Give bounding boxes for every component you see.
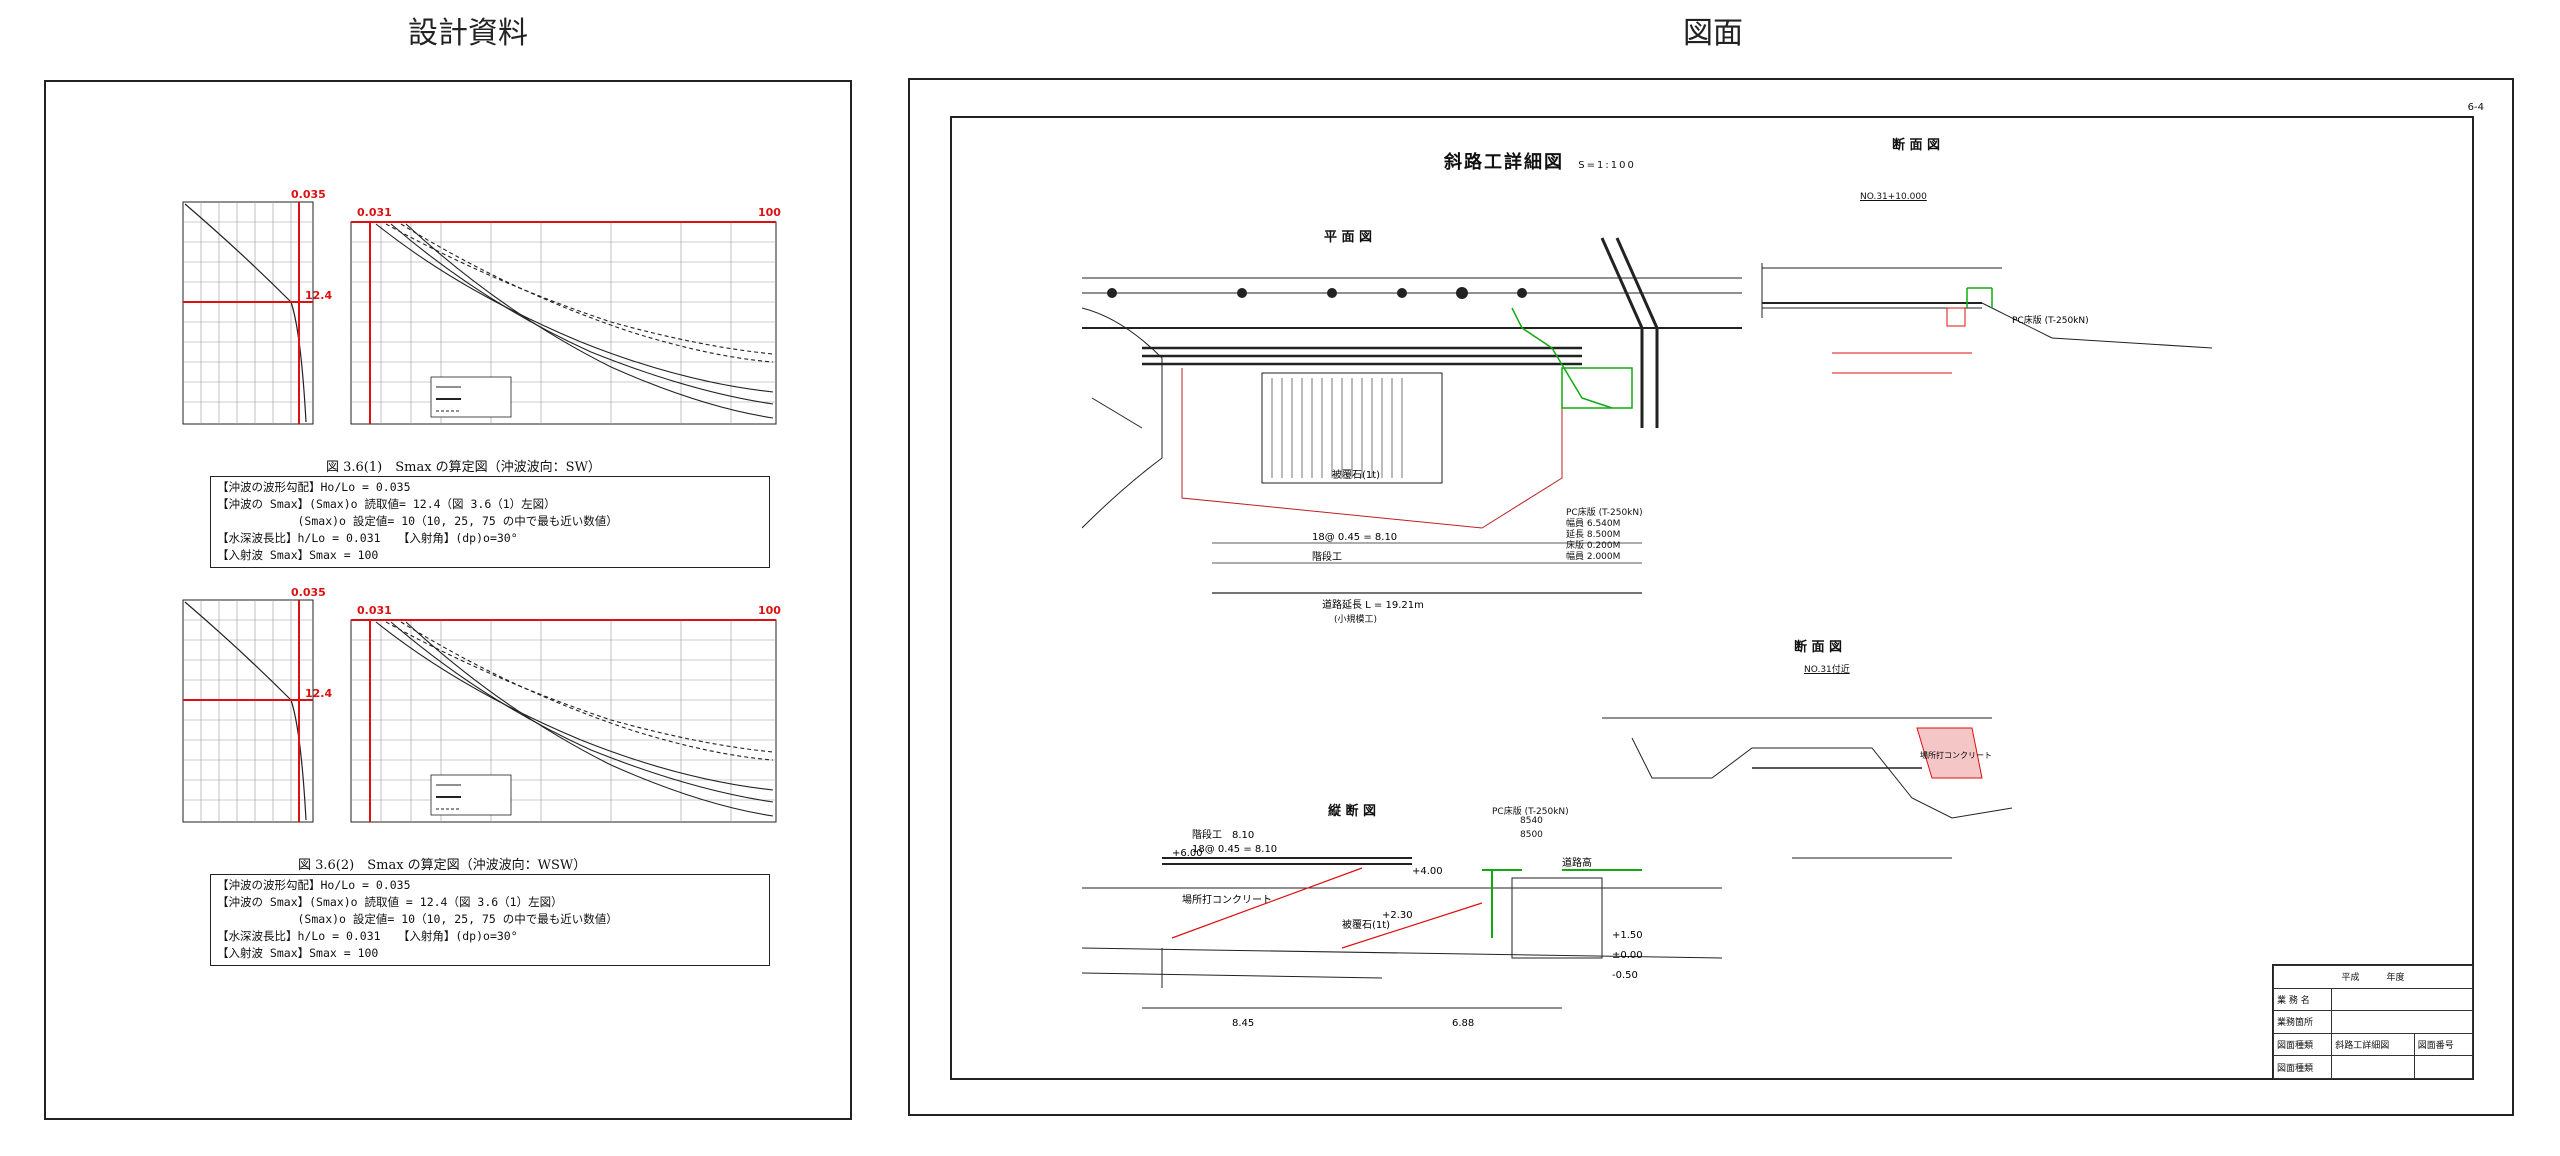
long-dim-688: 6.88 (1452, 1018, 1474, 1028)
section-title-2: 断 面 図 (1794, 640, 1843, 655)
note-line: 【入射波 Smax】Smax = 100 (217, 548, 379, 562)
level-plus15: +1.50 (1612, 930, 1643, 941)
plan-view-drawing: 18@ 0.45 = 8.10 階段工 被覆石(1t) 道路延長 L = 19.… (1082, 237, 1742, 611)
small-chart-x-mark: 0.035 (291, 188, 326, 201)
big-chart: 0.031 100 (350, 604, 781, 823)
drawing-panel: 6-4 斜路工詳細図 S=1:100 平 面 図 断 面 図 NO.31+10.… (908, 78, 2514, 1116)
small-chart: 0.035 12.4 (182, 188, 332, 425)
drawing-main-title: 斜路工詳細図 S=1:100 (1444, 148, 1636, 174)
small-chart-y-mark: 12.4 (305, 687, 332, 700)
note-line: (Smax)o 設定値= 10（10, 25, 75 の中で最も近い数値） (217, 912, 618, 926)
drawing-title-text: 斜路工詳細図 (1444, 152, 1564, 173)
plan-view-title: 平 面 図 (1324, 230, 1373, 245)
section-view-1: PC床版 (T-250kN) (1761, 263, 2213, 374)
plan-total-length: 道路延長 L = 19.21m (1322, 598, 1424, 611)
drawing-sheet-frame: 斜路工詳細図 S=1:100 平 面 図 断 面 図 NO.31+10.000 … (950, 116, 2474, 1080)
left-pane-title: 設計資料 (408, 16, 528, 51)
section-view-2: 場所打コンクリート (1602, 717, 2013, 859)
long-dim-8500: 8500 (1520, 830, 1543, 840)
small-chart-y-mark: 12.4 (305, 289, 332, 302)
title-block-year: 平成 年度 (2273, 965, 2473, 989)
small-chart-x-mark: 0.035 (291, 586, 326, 599)
title-block-type-label: 図面種類 (2272, 1032, 2333, 1057)
title-block-type-label-2: 図面種類 (2272, 1055, 2333, 1079)
big-chart-x-mark: 0.031 (357, 604, 392, 617)
long-road-label: 道路高 (1562, 856, 1592, 869)
plan-riprap-label: 被覆石(1t) (1332, 468, 1380, 481)
note-line: 【入射波 Smax】Smax = 100 (217, 946, 379, 960)
plan-total-length-sub: (小規模工) (1334, 615, 1378, 625)
note-line: 【水深波長比】h/Lo = 0.031 【入射角】(dp)o=30° (217, 929, 518, 943)
sheet-number: 6-4 (2467, 102, 2484, 113)
long-dim-845: 8.45 (1232, 1018, 1254, 1028)
longitudinal-title: 縦 断 図 (1328, 804, 1377, 819)
spec-line: 幅員 6.540M (1566, 519, 1621, 529)
title-block: 平成 年度 業 務 名 業務箇所 図面種類 斜路工詳細図 図面番号 図面種類 (2272, 964, 2474, 1080)
title-block-location-label: 業務箇所 (2272, 1010, 2333, 1034)
title-block-type-value: 斜路工詳細図 (2331, 1032, 2415, 1057)
design-materials-panel: 0.035 12.4 (44, 80, 852, 1120)
plan-dim-stairs: 18@ 0.45 = 8.10 (1312, 532, 1397, 543)
note-line: (Smax)o 設定値= 10（10, 25, 75 の中で最も近い数値） (217, 514, 618, 528)
section2-concrete: 場所打コンクリート (1920, 750, 1992, 760)
smax-chart-1: 0.035 12.4 (182, 188, 781, 425)
note-line: 【沖波の波形勾配】Ho/Lo = 0.035 (217, 480, 411, 494)
figure-caption-2: 図 3.6(2) Smax の算定図（沖波波向：WSW） (298, 858, 587, 873)
note-line: 【沖波の Smax】(Smax)o 読取値 = 12.4（図 3.6（1）左図） (217, 895, 563, 909)
level-minus05: -0.50 (1612, 970, 1638, 981)
long-concrete-label: 場所打コンクリート (1182, 893, 1272, 906)
note-line: 【水深波長比】h/Lo = 0.031 【入射角】(dp)o=30° (217, 531, 518, 545)
plan-stairs-label: 階段工 (1312, 550, 1342, 563)
big-chart-x-mark: 0.031 (357, 206, 392, 219)
small-chart: 0.035 12.4 (182, 586, 332, 823)
long-dim-stairs: 階段工 8.10 (1192, 828, 1254, 841)
notes-box-1: 【沖波の波形勾配】Ho/Lo = 0.035 【沖波の Smax】(Smax)o… (210, 476, 770, 568)
long-dim-8540: 8540 (1520, 816, 1543, 826)
section-title-1: 断 面 図 (1892, 138, 1941, 153)
spec-line: 延長 8.500M (1566, 530, 1621, 540)
title-block-project-label: 業 務 名 (2272, 987, 2333, 1012)
note-line: 【沖波の波形勾配】Ho/Lo = 0.035 (217, 878, 411, 892)
level-zero: ±0.00 (1612, 950, 1643, 961)
section-no-1: NO.31+10.000 (1860, 192, 1927, 202)
longitudinal-section: 場所打コンクリート 被覆石(1t) 道路高 階段工 8.10 18@ 0.45 … (1082, 828, 1723, 1028)
long-dim-steps: 18@ 0.45 = 8.10 (1192, 844, 1277, 855)
spec-pc-beam: PC床版 (T-250kN) (1566, 508, 1643, 518)
big-chart-y-mark: 100 (758, 206, 781, 219)
long-riprap-label: 被覆石(1t) (1342, 918, 1390, 931)
long-pc-beam: PC床版 (T-250kN) (1492, 807, 1569, 817)
notes-box-2: 【沖波の波形勾配】Ho/Lo = 0.035 【沖波の Smax】(Smax)o… (210, 874, 770, 966)
right-pane-title: 図面 (1683, 16, 1743, 51)
level-plus6: +6.00 (1172, 848, 1203, 859)
spec-notes: PC床版 (T-250kN) 幅員 6.540M 延長 8.500M 床版 0.… (1566, 508, 1643, 563)
big-chart-y-mark: 100 (758, 604, 781, 617)
drawing-scale: S=1:100 (1578, 160, 1636, 171)
spec-line: 幅員 2.000M (1566, 552, 1621, 562)
section-no-2: NO.31付近 (1804, 665, 1850, 675)
title-block-drawing-no: 図面番号 (2413, 1032, 2474, 1057)
section1-pc-beam: PC床版 (T-250kN) (2012, 314, 2089, 326)
spec-line: 床版 0.200M (1566, 541, 1621, 551)
level-plus23: +2.30 (1382, 910, 1413, 921)
level-plus4: +4.00 (1412, 866, 1443, 877)
figure-caption-1: 図 3.6(1) Smax の算定図（沖波波向：SW） (326, 460, 601, 475)
note-line: 【沖波の Smax】(Smax)o 読取値= 12.4（図 3.6（1）左図） (217, 497, 556, 511)
big-chart: 0.031 100 (350, 206, 781, 425)
smax-chart-2: 0.035 12.4 (182, 586, 781, 823)
